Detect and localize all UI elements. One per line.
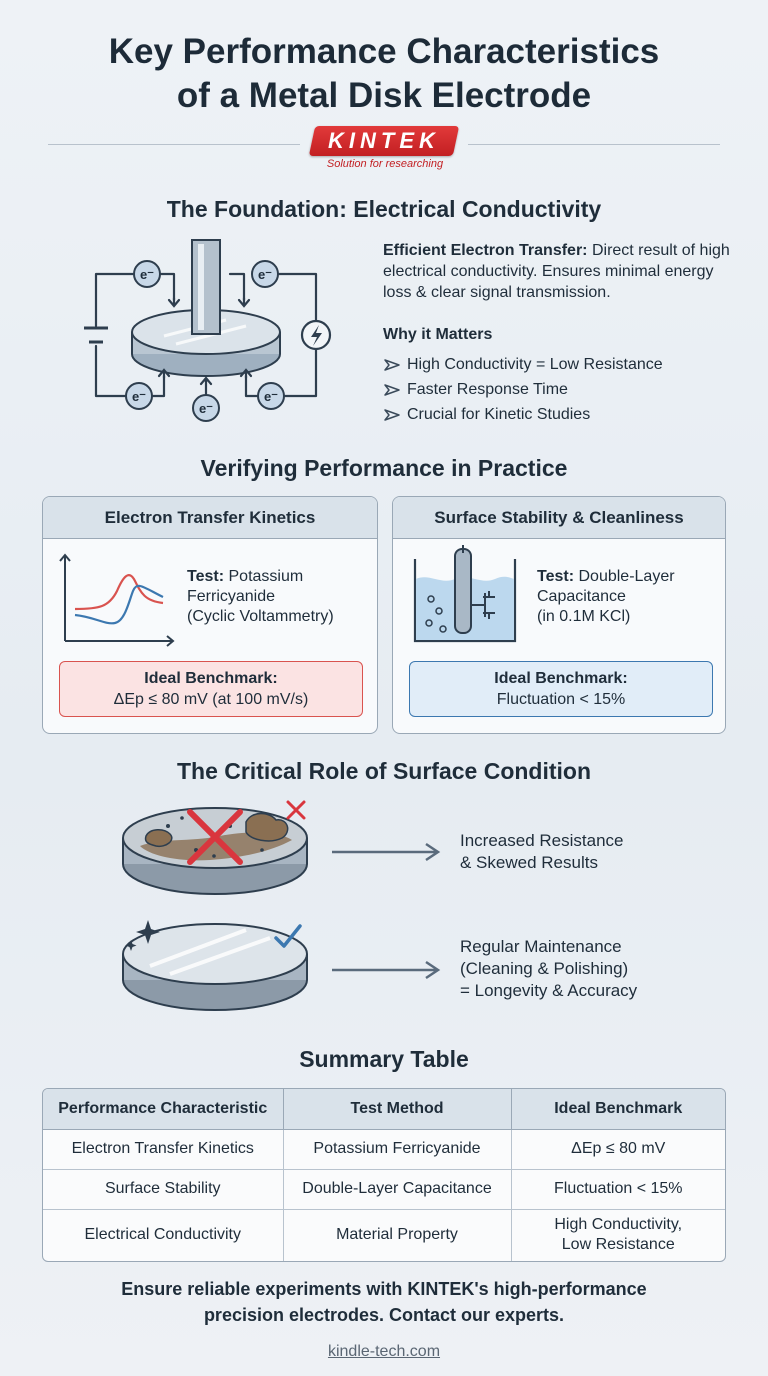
clean-disk-icon: [122, 923, 308, 1011]
summary-table: Performance Characteristic Test Method I…: [42, 1088, 726, 1262]
test-description: Test: Double-Layer Capacitance (in 0.1M …: [537, 568, 675, 625]
svg-text:e⁻: e⁻: [264, 389, 278, 404]
list-item: High Conductivity = Low Resistance: [383, 352, 663, 377]
list-item: Crucial for Kinetic Studies: [383, 402, 663, 427]
table-row: Surface Stability Double-Layer Capacitan…: [43, 1169, 725, 1210]
beaker-icon: [413, 545, 517, 643]
logo-brand-text: KINTEK: [328, 128, 440, 153]
svg-text:e⁻: e⁻: [258, 267, 272, 282]
column-header: Performance Characteristic: [43, 1089, 284, 1130]
title-line-2: of a Metal Disk Electrode: [176, 76, 592, 115]
card-surface-stability: Surface Stability & Cleanliness Test: Do…: [392, 496, 726, 734]
benchmark-box: Ideal Benchmark: ΔEp ≤ 80 mV (at 100 mV/…: [59, 661, 363, 717]
table-cell: High Conductivity, Low Resistance: [554, 1216, 683, 1254]
error-x-icon: [286, 800, 306, 820]
sparkle-icon: [136, 920, 160, 944]
brand-logo: KINTEK Solution for researching: [0, 124, 768, 174]
maintenance-result: Regular Maintenance (Cleaning & Polishin…: [460, 937, 638, 1000]
table-cell: Double-Layer Capacitance: [283, 1169, 512, 1210]
column-header: Ideal Benchmark: [511, 1089, 725, 1130]
table-cell: Electrical Conductivity: [43, 1209, 284, 1261]
list-item: Faster Response Time: [383, 377, 663, 402]
arrow-right-icon: [384, 383, 400, 396]
table-row: Electron Transfer Kinetics Potassium Fer…: [43, 1129, 725, 1170]
verifying-heading: Verifying Performance in Practice: [200, 455, 568, 481]
foundation-heading: The Foundation: Electrical Conductivity: [166, 196, 602, 222]
arrow-right-icon: [332, 960, 441, 980]
dirty-disk-icon: [122, 807, 308, 895]
table-cell: Material Property: [283, 1209, 512, 1261]
table-header-row: Performance Characteristic Test Method I…: [43, 1089, 725, 1130]
svg-text:e⁻: e⁻: [140, 267, 154, 282]
card-title: Electron Transfer Kinetics: [43, 497, 377, 539]
title-line-1: Key Performance Characteristics: [108, 32, 660, 71]
summary-heading: Summary Table: [299, 1046, 469, 1072]
electron-transfer-description: Efficient Electron Transfer: Direct resu…: [383, 240, 743, 303]
arrow-right-icon: [384, 408, 400, 421]
dirty-surface-result: Increased Resistance & Skewed Results: [460, 831, 624, 872]
circuit-diagram: e⁻ e⁻ e⁻ e⁻ e⁻: [84, 239, 332, 422]
surface-heading: The Critical Role of Surface Condition: [176, 758, 592, 784]
arrow-right-icon: [384, 358, 400, 371]
arrow-right-icon: [332, 842, 441, 862]
test-description: Test: Potassium Ferricyanide (Cyclic Vol…: [187, 568, 334, 625]
checkmark-icon: [274, 924, 302, 948]
logo-divider-left: [48, 144, 300, 145]
table-cell: Potassium Ferricyanide: [283, 1129, 512, 1170]
column-header: Test Method: [283, 1089, 512, 1130]
table-cell: Electron Transfer Kinetics: [43, 1129, 284, 1170]
benchmark-box: Ideal Benchmark: Fluctuation < 15%: [409, 661, 713, 717]
table-cell: ΔEp ≤ 80 mV: [511, 1129, 725, 1170]
logo-divider-right: [468, 144, 720, 145]
table-cell: Surface Stability: [43, 1169, 284, 1210]
table-cell: Fluctuation < 15%: [511, 1169, 725, 1210]
svg-text:e⁻: e⁻: [199, 401, 213, 416]
why-heading: Why it Matters: [383, 326, 493, 343]
transfer-text: Direct result of high electrical conduct…: [383, 242, 730, 301]
card-title: Surface Stability & Cleanliness: [393, 497, 725, 539]
electron-icons: [125, 260, 285, 422]
website-link[interactable]: kindle-tech.com: [327, 1343, 441, 1360]
cyclic-voltammetry-icon: [59, 553, 175, 647]
page-title: Key Performance Characteristics of a Met…: [0, 30, 768, 118]
svg-text:e⁻: e⁻: [132, 389, 146, 404]
why-list: High Conductivity = Low Resistance Faste…: [383, 352, 663, 427]
transfer-title: Efficient Electron Transfer:: [383, 242, 588, 259]
logo-tagline: Solution for researching: [326, 158, 444, 170]
call-to-action: Ensure reliable experiments with KINTEK'…: [121, 1279, 647, 1325]
table-row: Electrical Conductivity Material Propert…: [43, 1209, 725, 1261]
card-electron-transfer: Electron Transfer Kinetics Test: Potassi…: [42, 496, 378, 734]
